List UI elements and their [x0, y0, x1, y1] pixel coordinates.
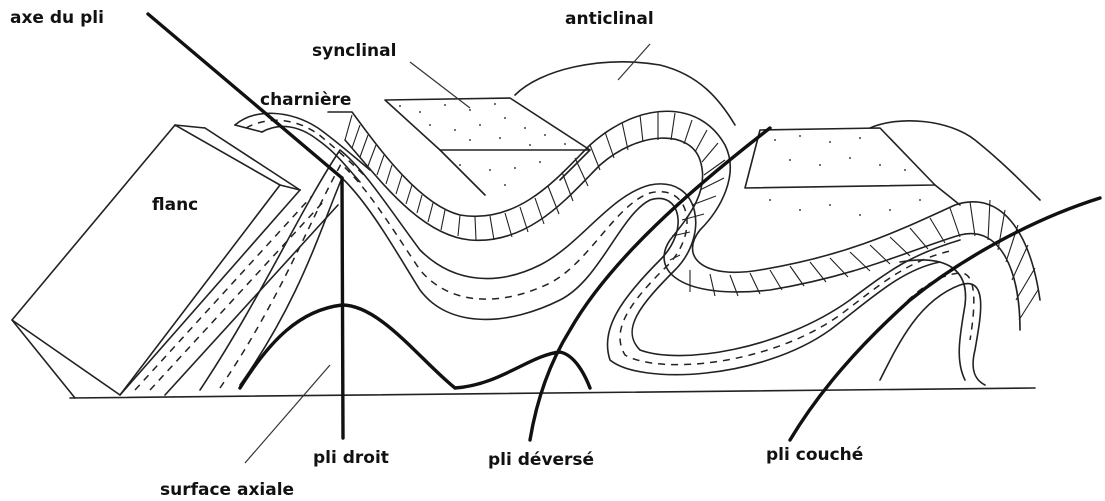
label-charniere: charnière: [260, 90, 351, 110]
label-pli-deverse: pli déversé: [488, 450, 594, 470]
axial-trace-curve: [240, 305, 590, 388]
dashed-layer-left: [120, 190, 338, 395]
flank-block: [12, 125, 300, 398]
label-surface-axiale: surface axiale: [160, 480, 294, 500]
recumbent-fold-line: [790, 198, 1100, 440]
dashed-layer-right: [880, 260, 985, 385]
label-axe-du-pli: axe du pli: [10, 8, 104, 28]
label-flanc: flanc: [152, 195, 198, 215]
label-anticlinal: anticlinal: [565, 9, 654, 29]
base-line: [70, 388, 1035, 398]
axial-surface-vertical: [342, 178, 343, 438]
leader-synclinal: [410, 62, 470, 108]
hatched-layer: [328, 111, 1040, 330]
label-pli-couche: pli couché: [766, 445, 863, 465]
label-synclinal: synclinal: [312, 41, 396, 61]
right-block: [745, 121, 1040, 216]
label-pli-droit: pli droit: [313, 448, 389, 468]
synclinal-block: [385, 98, 590, 195]
